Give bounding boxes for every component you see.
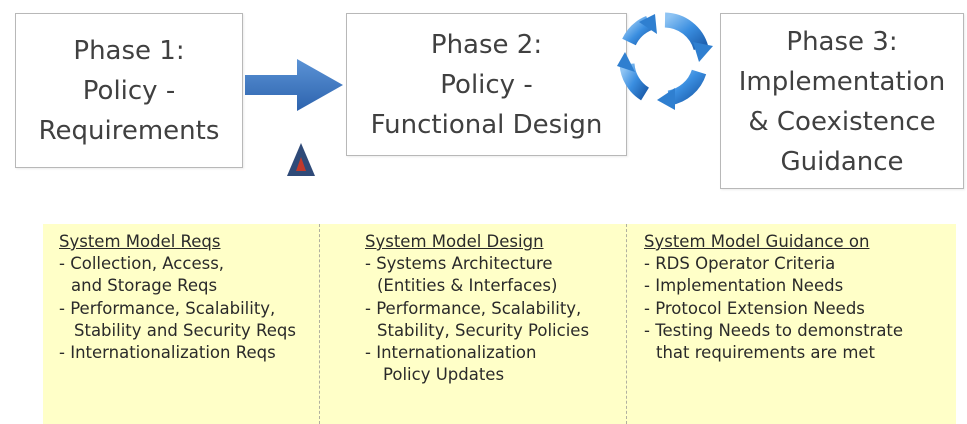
column-line: Stability, Security Policies bbox=[377, 320, 590, 340]
details-panel: System Model Reqs - Collection, Access, … bbox=[43, 224, 956, 424]
column-divider bbox=[626, 224, 627, 424]
right-arrow-icon bbox=[245, 59, 343, 111]
requirements-column: System Model Reqs - Collection, Access, … bbox=[59, 231, 296, 364]
phase-1-line-3: Requirements bbox=[38, 115, 220, 146]
cycle-arrows-icon bbox=[617, 12, 713, 110]
phase-2-line-2: Policy - bbox=[440, 69, 533, 100]
column-line: - Internationalization Reqs bbox=[59, 343, 276, 363]
column-line: - RDS Operator Criteria bbox=[644, 254, 836, 274]
column-heading: System Model Design bbox=[365, 232, 544, 251]
column-line: - Performance, Scalability, bbox=[59, 298, 276, 318]
column-line: - Testing Needs to demonstrate bbox=[644, 320, 904, 340]
column-line: - Collection, Access, bbox=[59, 254, 225, 274]
column-line: - Internationalization bbox=[365, 343, 537, 363]
phase-2-line-1: Phase 2: bbox=[430, 29, 543, 60]
column-divider bbox=[319, 224, 320, 424]
phase-3-line-2: Implementation bbox=[738, 67, 946, 97]
phase-3-line-4: Guidance bbox=[780, 147, 904, 177]
triangle-marker-icon bbox=[287, 143, 315, 176]
column-line: - Protocol Extension Needs bbox=[644, 298, 865, 318]
column-line: Policy Updates bbox=[383, 365, 505, 385]
column-line: - Implementation Needs bbox=[644, 276, 844, 296]
column-line: - Systems Architecture bbox=[365, 254, 553, 274]
phase-2-box: Phase 2: Policy - Functional Design bbox=[346, 13, 627, 156]
phase-3-box: Phase 3: Implementation & Coexistence Gu… bbox=[720, 13, 964, 189]
phase-1-box: Phase 1: Policy - Requirements bbox=[15, 13, 243, 168]
column-line: Stability and Security Reqs bbox=[74, 320, 296, 340]
phase-1-line-1: Phase 1: bbox=[73, 35, 185, 66]
column-line: and Storage Reqs bbox=[71, 276, 218, 296]
column-line: - Performance, Scalability, bbox=[365, 298, 582, 318]
column-heading: System Model Guidance on bbox=[644, 232, 870, 251]
phase-3-line-1: Phase 3: bbox=[786, 27, 898, 57]
phase-2-line-3: Functional Design bbox=[370, 109, 603, 140]
phase-3-line-3: & Coexistence bbox=[748, 107, 936, 137]
column-line: that requirements are met bbox=[656, 343, 876, 363]
column-heading: System Model Reqs bbox=[59, 232, 221, 251]
column-line: (Entities & Interfaces) bbox=[377, 276, 558, 296]
guidance-column: System Model Guidance on - RDS Operator … bbox=[644, 231, 903, 364]
phase-1-line-2: Policy - bbox=[82, 75, 176, 106]
design-column: System Model Design - Systems Architectu… bbox=[365, 231, 589, 386]
